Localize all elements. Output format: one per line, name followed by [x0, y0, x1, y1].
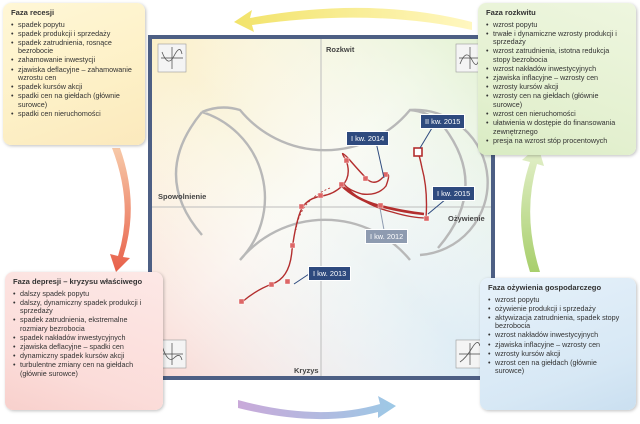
arrow-recession-to-boom — [234, 7, 472, 32]
list-item: wzrost popytu — [488, 295, 628, 305]
list-item: aktywizacja zatrudnienia, spadek stopy b… — [488, 313, 628, 331]
trajectory-point — [317, 192, 324, 199]
recession-phase-box: Faza recesji spadek popytu spadek produk… — [3, 3, 145, 145]
list-item: wzrost popytu — [486, 20, 628, 30]
list-item: dalszy, dynamiczny spadek produkcji i sp… — [13, 298, 155, 316]
tag-q2-2015: II kw. 2015 — [420, 114, 466, 129]
trajectory-point — [343, 157, 350, 164]
recession-phase-title: Faza recesji — [11, 8, 55, 17]
list-item: spadek kursów akcji — [11, 83, 137, 92]
trajectory-point — [338, 181, 345, 188]
boom-phase-list: wzrost popytu trwałe i dynamiczne wzrost… — [486, 20, 628, 146]
list-item: spadek nakładów inwestycyjnych — [13, 333, 155, 343]
tag-q1-2015: I kw. 2015 — [432, 186, 476, 201]
revival-phase-title: Faza ożywienia gospodarczego — [488, 283, 602, 292]
arrow-depression-to-revival — [238, 396, 396, 420]
list-item: zjawiska inflacyjne – wzrosty cen — [486, 74, 628, 83]
list-item: dalszy spadek popytu — [13, 289, 155, 299]
quadrant-label-slowdown: Spowolnienie — [158, 192, 207, 201]
list-item: trwałe i dynamiczne wzrosty produkcji i … — [486, 29, 628, 47]
list-item: zjawiska inflacyjne – wzrosty cen — [488, 340, 628, 350]
tag-q1-2014: I kw. 2014 — [346, 131, 390, 146]
quadrant-label-boom: Rozkwit — [326, 45, 355, 54]
list-item: wzrost nakładów inwestycyjnych — [486, 64, 628, 74]
arrow-revival-to-boom — [521, 146, 544, 272]
list-item: wzrost zatrudnienia, istotna redukcja st… — [486, 47, 628, 64]
list-item: ułatwienia w dostępie do finansowania ze… — [486, 118, 628, 136]
trajectory-point — [284, 278, 291, 285]
trajectory-dashed-link — [295, 187, 331, 231]
phase-chart-icon-top-left — [157, 43, 187, 73]
list-item: wzrosty kursów akcji — [486, 83, 628, 92]
trajectory-point — [238, 298, 245, 305]
revival-phase-box: Faza ożywienia gospodarczego wzrost popy… — [480, 278, 636, 410]
list-item: spadek zatrudnienia, ekstremalne rozmiar… — [13, 316, 155, 333]
current-quarter-marker — [413, 147, 423, 157]
list-item: wzrost nakładów inwestycyjnych — [488, 331, 628, 340]
arrow-recession-to-depression — [110, 148, 131, 272]
list-item: spadki cen na giełdach (głównie surowce) — [11, 91, 137, 109]
list-item: presja na wzrost stóp procentowych — [486, 136, 628, 146]
list-item: dynamiczny spadek kursów akcji — [13, 352, 155, 361]
list-item: zjawiska deflacyjne – zahamowanie wzrost… — [11, 65, 137, 83]
list-item: turbulentne zmiany cen na giełdach (głów… — [13, 360, 155, 378]
list-item: spadek popytu — [11, 20, 137, 30]
revival-phase-list: wzrost popytu ożywienie produkcji i sprz… — [488, 295, 628, 376]
trajectory-point — [268, 281, 275, 288]
trajectory-points — [238, 157, 430, 305]
list-item: wzrosty cen na giełdach (głównie surowce… — [486, 91, 628, 109]
list-item: spadki cen nieruchomości — [11, 109, 137, 119]
tag-q1-2013: I kw. 2013 — [308, 266, 352, 281]
trajectory-point — [423, 215, 430, 222]
list-item: wzrost cen nieruchomości — [486, 109, 628, 119]
cycle-circle — [201, 106, 489, 261]
depression-phase-list: dalszy spadek popytu dalszy, dynamiczny … — [13, 289, 155, 379]
quadrant-label-crisis: Kryzys — [294, 366, 319, 375]
boom-phase-box: Faza rozkwitu wzrost popytu trwałe i dyn… — [478, 3, 636, 155]
quadrant-label-revival: Ożywienie — [448, 214, 485, 223]
list-item: zahamowanie inwestycji — [11, 56, 137, 65]
list-item: spadek produkcji i sprzedaży — [11, 29, 137, 39]
boom-phase-title: Faza rozkwitu — [486, 8, 536, 17]
list-item: zjawiska deflacyjne – spadki cen — [13, 343, 155, 352]
tag-q1-2012: I kw. 2012 — [365, 229, 409, 244]
recession-phase-list: spadek popytu spadek produkcji i sprzeda… — [11, 20, 137, 119]
trajectory-point — [362, 175, 369, 182]
list-item: spadek zatrudnienia, rosnące bezrobocie — [11, 38, 137, 56]
list-item: wzrosty kursów akcji — [488, 349, 628, 359]
list-item: ożywienie produkcji i sprzedaży — [488, 304, 628, 314]
trajectory-point — [289, 242, 296, 249]
trajectory-point — [377, 202, 384, 209]
list-item: wzrost cen na giełdach (głównie surowce) — [488, 358, 628, 376]
depression-phase-box: Faza depresji – kryzysu właściwego dalsz… — [5, 272, 163, 410]
trajectory-point — [298, 203, 305, 210]
depression-phase-title: Faza depresji – kryzysu właściwego — [13, 277, 143, 286]
